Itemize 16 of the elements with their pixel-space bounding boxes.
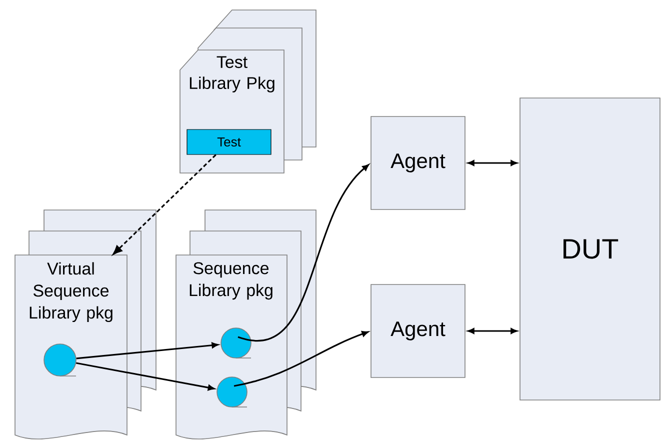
- block-box: Agent: [370, 116, 466, 210]
- block-box: DUT: [520, 98, 660, 400]
- arrow: [468, 328, 518, 334]
- arrow: [76, 342, 218, 360]
- document-page: Sequence Library pkg: [176, 254, 288, 440]
- circle-symbol: [44, 344, 76, 376]
- arrow: [76, 362, 215, 391]
- circle-symbol: [220, 328, 252, 358]
- label-box: Test: [186, 129, 272, 155]
- block-box: Agent: [370, 284, 466, 378]
- circle-symbol: [216, 376, 248, 408]
- arrow: [238, 164, 369, 342]
- arrow: [468, 160, 518, 166]
- document-page: Virtual Sequence Library pkg: [14, 254, 128, 440]
- arrow: [112, 154, 216, 255]
- arrow: [234, 331, 368, 387]
